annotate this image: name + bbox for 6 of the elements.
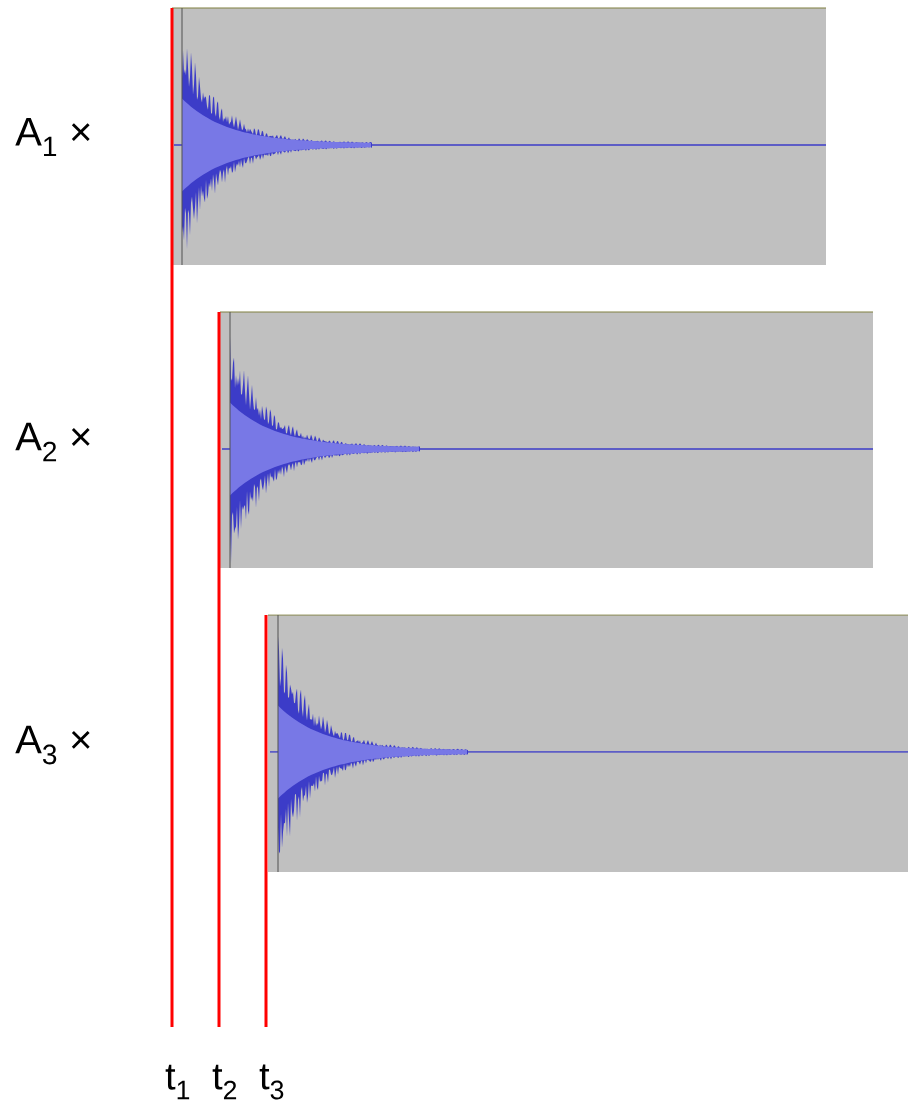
amplitude-label: A$_{3}$ × — [15, 725, 90, 765]
time-label: t$_{3}$ — [259, 1064, 284, 1100]
amplitude-label: A$_{1}$ × — [15, 117, 90, 157]
amplitude-label: A$_{2}$ × — [15, 422, 90, 462]
time-label: t$_{2}$ — [212, 1064, 237, 1100]
time-label: t$_{1}$ — [165, 1064, 190, 1100]
